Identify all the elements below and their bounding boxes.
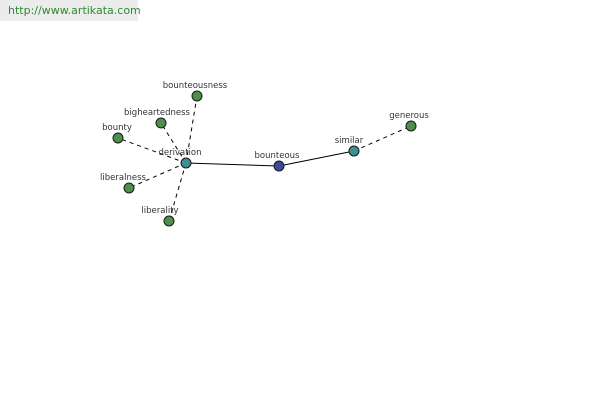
site-url-banner[interactable]: http://www.artikata.com bbox=[0, 0, 141, 21]
node-liberality[interactable] bbox=[163, 215, 175, 227]
edges-layer bbox=[117, 95, 412, 222]
edge-bounteous-similar bbox=[278, 150, 355, 167]
label-liberality: liberality bbox=[141, 206, 178, 216]
node-bounty[interactable] bbox=[112, 132, 124, 144]
label-liberalness: liberalness bbox=[100, 173, 146, 183]
node-bounteousness[interactable] bbox=[191, 90, 203, 102]
edge-derivation-bounteousness bbox=[185, 95, 198, 164]
node-liberalness[interactable] bbox=[123, 182, 135, 194]
label-bounty: bounty bbox=[102, 123, 132, 133]
label-similar: similar bbox=[335, 136, 364, 146]
nodes-layer bbox=[112, 90, 417, 227]
label-derivation: derivation bbox=[158, 148, 201, 158]
label-bounteous: bounteous bbox=[255, 151, 301, 161]
node-bigheartedness[interactable] bbox=[155, 117, 167, 129]
edge-similar-generous bbox=[353, 125, 412, 152]
edge-bounteous-derivation bbox=[185, 162, 280, 167]
labels-layer: bounteous derivation similar generous bounte… bbox=[100, 81, 429, 216]
node-derivation[interactable] bbox=[180, 157, 192, 169]
edge-derivation-liberalness bbox=[128, 162, 187, 189]
node-bounteous[interactable] bbox=[273, 160, 285, 172]
label-bounteousness: bounteousness bbox=[163, 81, 228, 91]
label-generous: generous bbox=[389, 111, 429, 121]
label-bigheartedness: bigheartedness bbox=[124, 108, 190, 118]
edge-derivation-liberality bbox=[168, 162, 187, 222]
node-generous[interactable] bbox=[405, 120, 417, 132]
node-similar[interactable] bbox=[348, 145, 360, 157]
